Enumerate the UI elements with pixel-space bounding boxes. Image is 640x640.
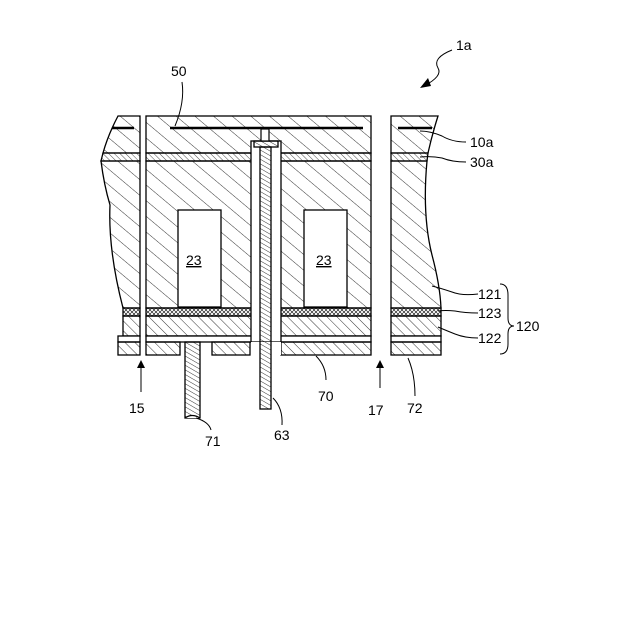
main-body	[146, 116, 371, 418]
leader-71	[196, 418, 211, 430]
bottom-pad-left	[146, 342, 180, 355]
leader-1a-arrowhead	[420, 78, 431, 88]
pin-63-stub	[261, 129, 269, 141]
label-17: 17	[368, 402, 384, 418]
label-element-23-left: 23	[186, 252, 202, 268]
bottom-pad-center	[212, 342, 250, 355]
left-edge-layer-123	[123, 308, 140, 316]
leader-123	[438, 311, 478, 314]
right-edge-top-layer	[391, 116, 438, 153]
leader-122	[438, 327, 478, 338]
label-30a: 30a	[470, 154, 494, 170]
leader-72	[408, 358, 415, 396]
label-123: 123	[478, 305, 502, 321]
left-edge-layer-121	[101, 161, 140, 308]
right-edge-pad-72	[391, 342, 441, 355]
pin-63-shaft	[260, 147, 271, 409]
right-edge-layer-122b	[391, 336, 441, 342]
left-edge-portion	[101, 116, 140, 355]
leader-70	[316, 356, 326, 380]
label-121: 121	[478, 286, 502, 302]
right-edge-layer-122a	[391, 316, 441, 336]
left-edge-top-layer	[103, 116, 140, 153]
left-edge-layer-122c	[118, 342, 140, 355]
leader-63	[273, 398, 282, 425]
leader-17-arrowhead	[376, 360, 384, 368]
label-15: 15	[129, 400, 145, 416]
pin-63-head	[254, 141, 278, 147]
label-120: 120	[516, 318, 540, 334]
label-122: 122	[478, 330, 502, 346]
left-edge-layer-122b	[118, 336, 140, 342]
label-1a: 1a	[456, 37, 472, 53]
label-element-23-right: 23	[316, 252, 332, 268]
label-10a: 10a	[470, 134, 494, 150]
lead-71-shaft	[185, 342, 200, 418]
label-50: 50	[171, 63, 187, 79]
group-120-brace	[500, 284, 514, 354]
label-63: 63	[274, 427, 290, 443]
leader-15-arrowhead	[137, 360, 145, 368]
right-edge-portion	[391, 116, 441, 355]
label-70: 70	[318, 388, 334, 404]
bottom-pad-70	[281, 342, 371, 355]
label-72: 72	[407, 400, 423, 416]
right-edge-layer-123	[391, 308, 441, 316]
label-71: 71	[205, 433, 221, 449]
left-edge-layer-122a	[123, 316, 140, 336]
left-edge-layer-30a	[101, 153, 140, 161]
